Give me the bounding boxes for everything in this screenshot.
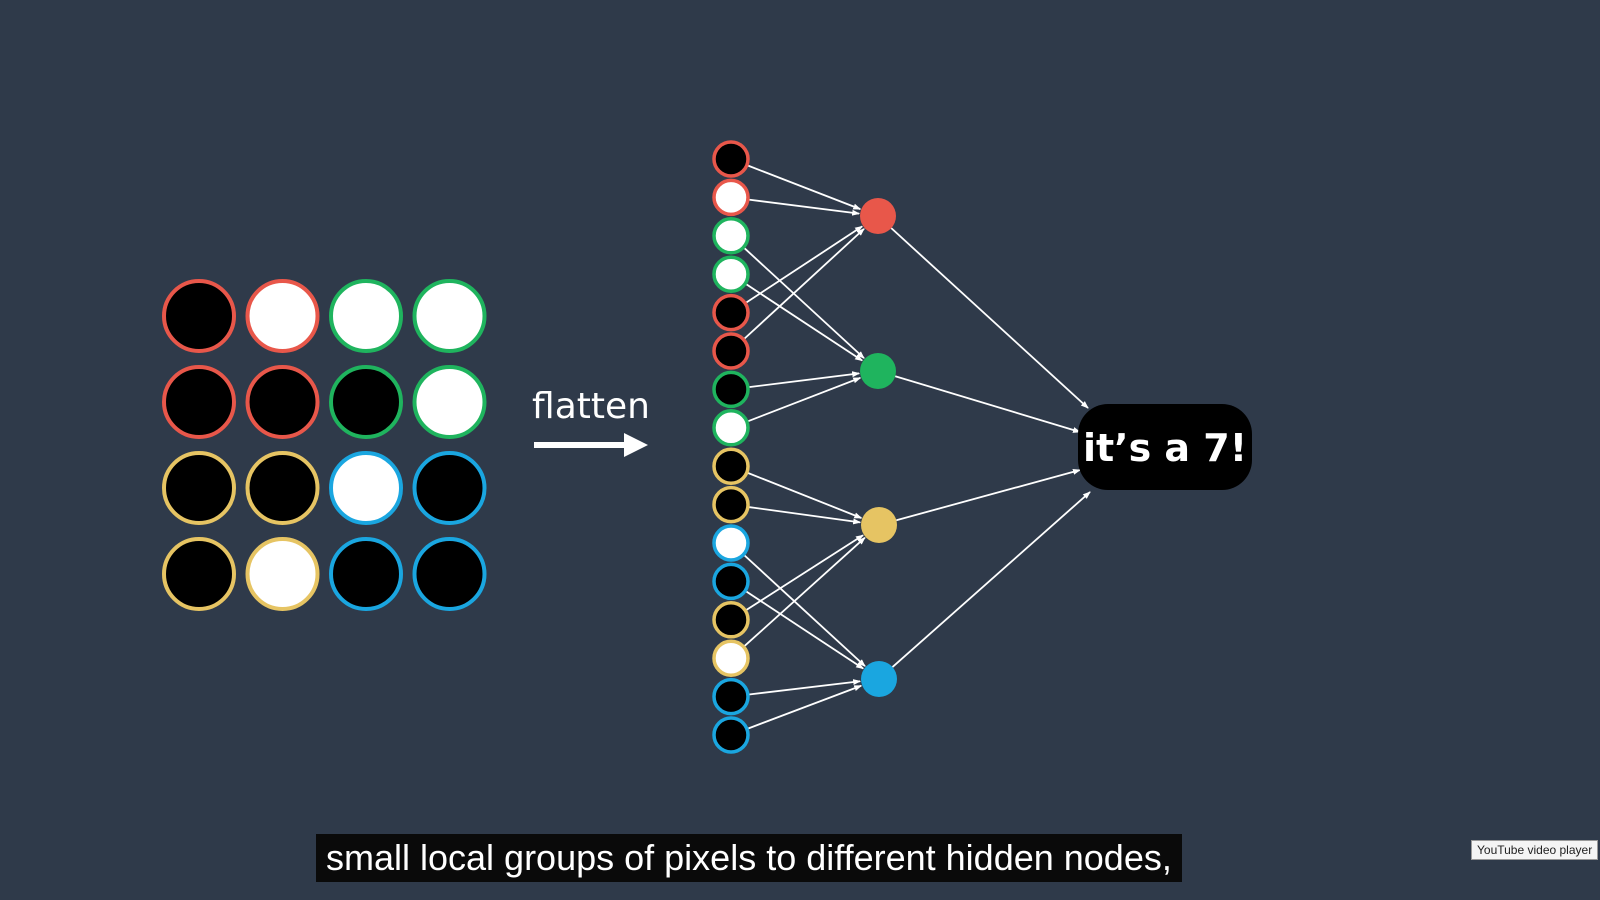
input-to-hidden-edge xyxy=(746,377,862,423)
input-pixel xyxy=(412,451,487,525)
input-to-hidden-edge xyxy=(744,225,863,305)
flattened-node xyxy=(712,140,750,178)
input-to-hidden-edge xyxy=(744,534,864,612)
hidden-node xyxy=(860,198,896,234)
input-pixel xyxy=(329,537,403,611)
video-subtitle: small local groups of pixels to differen… xyxy=(316,834,1182,882)
flattened-node xyxy=(712,485,750,524)
input-to-hidden-edge xyxy=(747,371,861,389)
flattened-input-nodes xyxy=(712,140,750,754)
player-tooltip: YouTube video player xyxy=(1471,840,1599,860)
flattened-node xyxy=(712,677,750,716)
input-pixel xyxy=(162,365,236,439)
flattened-node xyxy=(712,293,750,332)
input-pixel xyxy=(412,279,487,353)
input-pixel xyxy=(329,451,403,525)
flattened-node xyxy=(712,601,750,639)
input-pixel xyxy=(245,537,320,611)
hidden-to-output-edge xyxy=(896,468,1081,522)
input-to-hidden-edge xyxy=(743,537,866,648)
flattened-node xyxy=(712,524,750,562)
input-to-hidden-edge xyxy=(742,553,866,667)
flattened-node xyxy=(712,370,750,409)
input-to-hidden-edge xyxy=(744,590,864,670)
flattened-node xyxy=(712,332,750,370)
input-pixel xyxy=(245,365,320,439)
hidden-to-output-edge xyxy=(894,375,1081,433)
hidden-node xyxy=(861,507,897,543)
input-to-hidden-edge xyxy=(746,164,862,210)
input-pixel xyxy=(245,451,320,525)
flatten-arrow-icon xyxy=(624,433,648,457)
input-to-hidden-edge xyxy=(747,198,861,216)
input-pixel xyxy=(412,365,487,439)
input-to-hidden-edge xyxy=(742,246,865,359)
flattened-node xyxy=(712,178,750,217)
flatten-label: flatten xyxy=(532,386,650,427)
flattened-node xyxy=(712,716,750,754)
hidden-to-output-edge xyxy=(890,227,1089,409)
input-pixel xyxy=(412,537,487,611)
input-to-hidden-edge xyxy=(742,228,865,341)
input-pixel xyxy=(162,451,236,525)
flattened-node xyxy=(712,562,750,601)
hidden-node xyxy=(860,353,896,389)
flattened-node xyxy=(712,639,750,677)
hidden-nodes xyxy=(860,198,897,697)
hidden-node xyxy=(861,661,897,697)
input-to-hidden-edge xyxy=(746,684,863,730)
input-to-hidden-edge xyxy=(746,471,863,519)
input-pixel xyxy=(162,537,236,611)
flatten-arrow-group: flatten xyxy=(532,386,650,457)
input-to-hidden-edge xyxy=(747,679,862,696)
flattened-node xyxy=(712,447,750,485)
output-box xyxy=(1078,404,1252,490)
hidden-to-output-edge xyxy=(891,491,1091,668)
flattened-node xyxy=(712,409,750,447)
flattened-node xyxy=(712,217,750,255)
connections xyxy=(742,164,1091,730)
output-label: it’s a 7! xyxy=(1083,426,1247,470)
output-bubble: it’s a 7! xyxy=(1078,404,1252,490)
input-pixel xyxy=(245,279,320,353)
input-pixel-grid xyxy=(162,279,487,611)
input-pixel xyxy=(329,365,403,439)
input-to-hidden-edge xyxy=(744,282,863,362)
input-pixel xyxy=(329,279,403,353)
input-to-hidden-edge xyxy=(747,506,862,525)
input-pixel xyxy=(162,279,236,353)
flattened-node xyxy=(712,255,750,293)
